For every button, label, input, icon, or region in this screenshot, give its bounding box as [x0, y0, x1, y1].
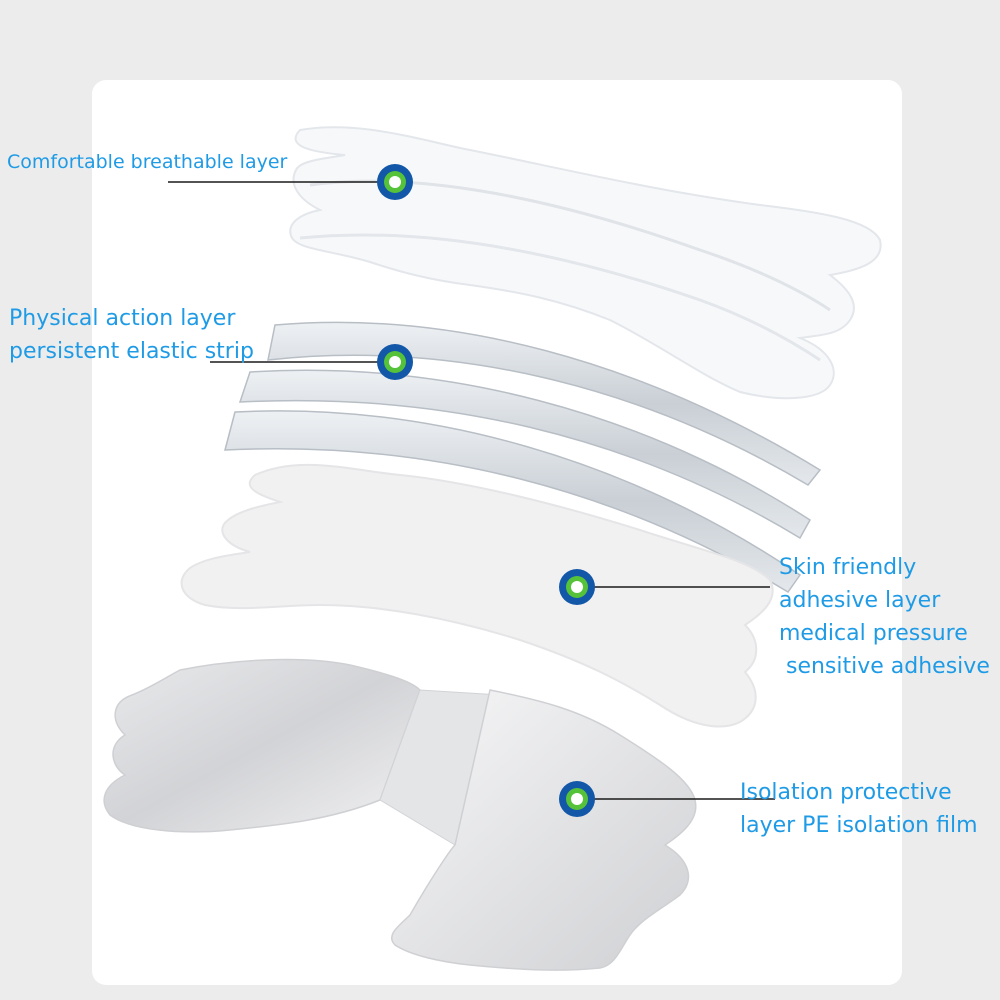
label-breathable-layer: Comfortable breathable layer: [7, 153, 287, 172]
label-adhesive-layer: Skin friendly adhesive layer medical pre…: [779, 557, 990, 689]
label-elastic-line-1: Physical action layer: [9, 306, 236, 331]
isolation-film-illustration: [103, 658, 697, 971]
label-isolation-layer: Isolation protective layer PE isolation …: [740, 782, 978, 848]
label-isolation-line-2: layer PE isolation film: [740, 813, 978, 838]
adhesive-layer-illustration: [180, 463, 774, 728]
marker-isolation: [559, 781, 595, 817]
marker-elastic: [377, 344, 413, 380]
label-adhesive-line-4: sensitive adhesive: [779, 654, 990, 679]
label-isolation-line-1: Isolation protective: [740, 780, 952, 805]
marker-breathable: [377, 164, 413, 200]
label-breathable-line-1: Comfortable breathable layer: [7, 151, 288, 173]
marker-adhesive: [559, 569, 595, 605]
label-adhesive-line-1: Skin friendly: [779, 555, 917, 580]
label-elastic-line-2: persistent elastic strip: [9, 339, 254, 364]
label-adhesive-line-2: adhesive layer: [779, 588, 941, 613]
label-elastic-layer: Physical action layer persistent elastic…: [9, 308, 254, 374]
label-adhesive-line-3: medical pressure: [779, 621, 968, 646]
elastic-strips-illustration: [224, 321, 822, 594]
